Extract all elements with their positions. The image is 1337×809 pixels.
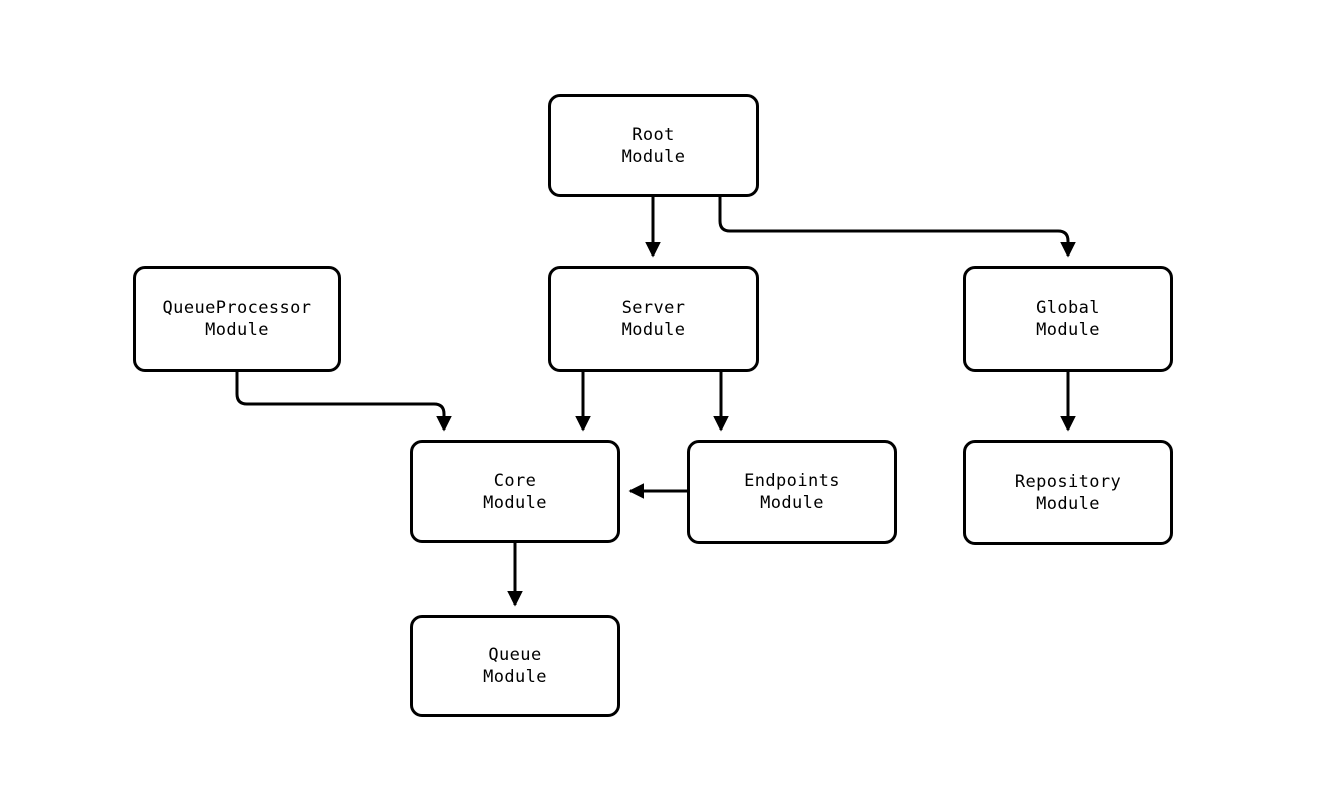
node-core[interactable]: Core Module xyxy=(410,440,620,543)
node-server[interactable]: Server Module xyxy=(548,266,759,372)
node-label-endpoints: Endpoints Module xyxy=(744,471,840,513)
node-queue[interactable]: Queue Module xyxy=(410,615,620,717)
node-label-server: Server Module xyxy=(621,298,686,340)
node-global[interactable]: Global Module xyxy=(963,266,1173,372)
node-label-queue: Queue Module xyxy=(483,645,547,687)
node-label-queueproc: QueueProcessor Module xyxy=(162,298,312,340)
edge-root-to-global xyxy=(718,197,1076,258)
node-root[interactable]: Root Module xyxy=(548,94,759,197)
node-label-repository: Repository Module xyxy=(1014,471,1122,514)
node-label-core: Core Module xyxy=(483,470,547,513)
edge-queueprocessor-to-core xyxy=(235,372,452,432)
node-endpoints[interactable]: Endpoints Module xyxy=(687,440,897,544)
node-label-global: Global Module xyxy=(1036,298,1100,340)
node-queueproc[interactable]: QueueProcessor Module xyxy=(133,266,341,372)
node-label-root: Root Module xyxy=(621,124,686,167)
node-repository[interactable]: Repository Module xyxy=(963,440,1173,545)
